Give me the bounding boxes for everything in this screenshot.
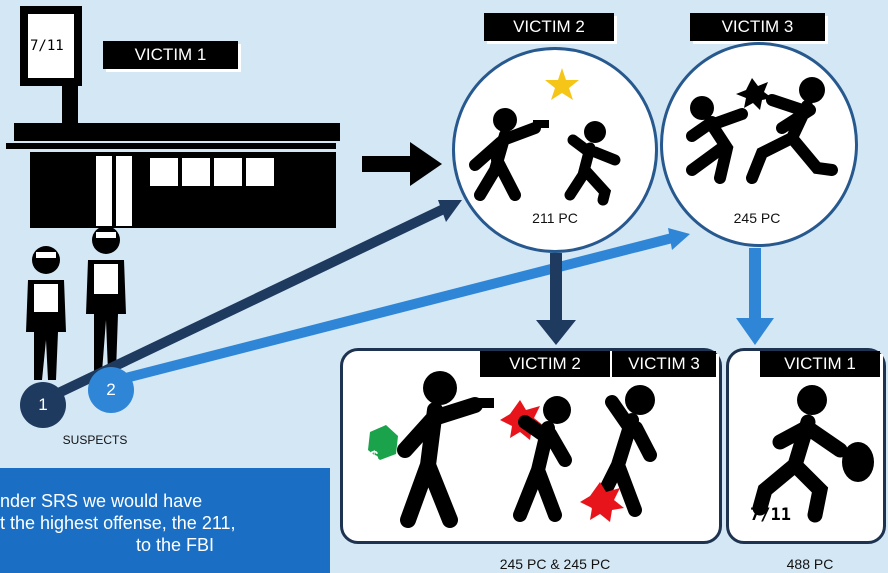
explosion-icon [736, 78, 772, 110]
srs-note: nder SRS we would have t the highest off… [0, 468, 330, 573]
victim3-bottom-tag: VICTIM 3 [612, 351, 716, 377]
gun-icon [472, 398, 494, 408]
arrow-right-icon [362, 142, 442, 186]
suspect2-badge: 2 [88, 367, 134, 413]
store-illustration [6, 6, 340, 228]
money-icon [368, 425, 398, 460]
assault-panel-caption: 245 PC & 245 PC [499, 556, 611, 572]
victim1-bottom-tag: VICTIM 1 [760, 351, 880, 377]
assault-scene [686, 77, 838, 184]
suspect1-badge: 1 [20, 382, 66, 428]
note-line3: to the FBI [135, 535, 215, 555]
note-line1: nder SRS we would have [0, 491, 203, 511]
circle1-code: 211 PC [532, 210, 578, 226]
victim2-top-tag: VICTIM 2 [484, 13, 614, 41]
store-sign-text: 7/11 [30, 38, 64, 54]
money-symbol: $ [370, 448, 379, 465]
victim2-bottom-tag: VICTIM 2 [480, 351, 610, 377]
circle2-code: 245 PC [733, 210, 781, 226]
theft-store-text: 7/11 [750, 505, 791, 525]
assault-panel-scene [368, 371, 657, 528]
robbery-scene [469, 68, 621, 206]
theft-panel-caption: 488 PC [786, 556, 834, 572]
suspects-figures [26, 226, 126, 380]
star-icon [545, 68, 579, 100]
note-line2: t the highest offense, the 211, [0, 513, 236, 533]
victim3-top-tag: VICTIM 3 [690, 13, 825, 41]
running-thief-icon [752, 385, 874, 523]
suspects-label: SUSPECTS [62, 433, 128, 447]
assault-circle [660, 42, 858, 247]
victim1-top-tag: VICTIM 1 [103, 41, 238, 69]
explosion-icon [580, 482, 624, 522]
